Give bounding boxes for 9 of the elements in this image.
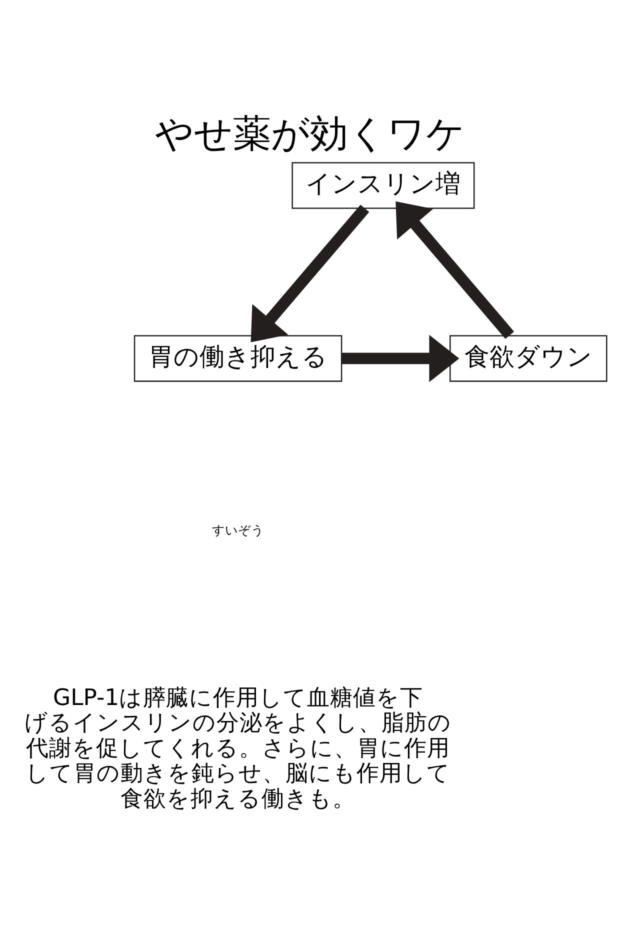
node-box: インスリン増 bbox=[292, 162, 475, 209]
arrow bbox=[342, 334, 460, 382]
caption: GLP-1は膵臓に作用して血糖値を下げるインスリンの分泌をよくし、脂肪の代謝を促してくれる。さらに、胃に作用して胃の動きを鈍らせ、脳にも作用して食欲を抑える働きも。 bbox=[24, 684, 452, 812]
arrow bbox=[250, 204, 370, 342]
node-box: 胃の働き抑える bbox=[134, 335, 342, 382]
diagram-title: やせ薬が効くワケ bbox=[155, 111, 465, 156]
node-box: 食欲ダウン bbox=[450, 335, 608, 382]
arrow bbox=[396, 201, 514, 339]
label: すいぞう bbox=[212, 522, 264, 538]
